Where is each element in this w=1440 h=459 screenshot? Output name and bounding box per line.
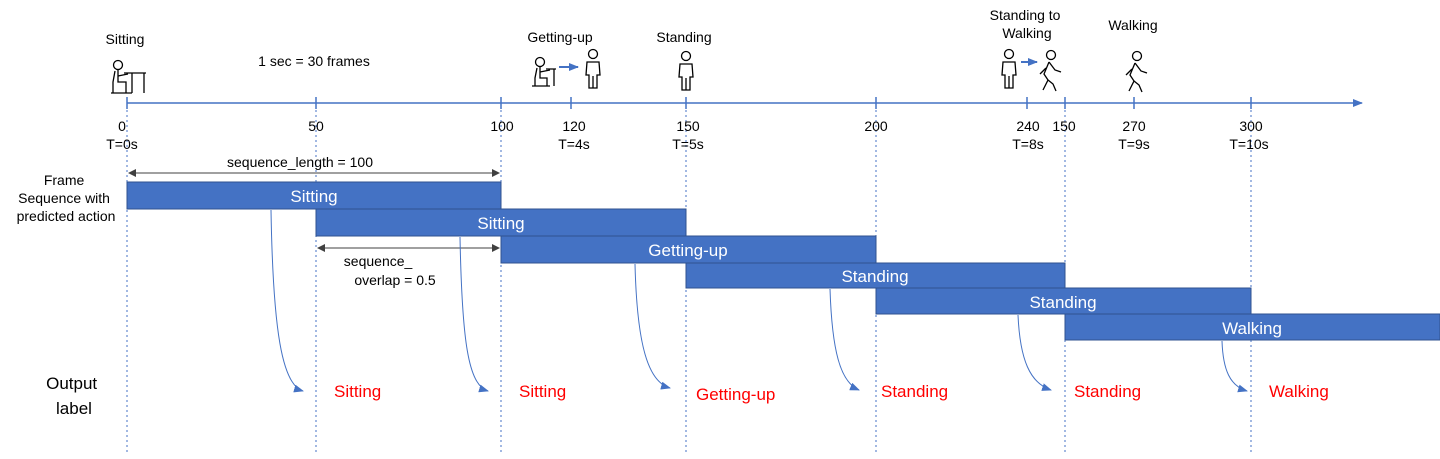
- tick-label-100: 100: [490, 118, 514, 134]
- tick-label-50: 50: [308, 118, 324, 134]
- tick-time-270: T=9s: [1118, 136, 1150, 152]
- axis-tick-marks: [126, 97, 1252, 109]
- action-label-standing-to-line1: Standing to: [990, 7, 1061, 23]
- tick-label-0: 0: [118, 118, 126, 134]
- sequence-bar-5: [875, 287, 1252, 315]
- tick-label-120: 120: [562, 118, 586, 134]
- output-arrows: [270, 209, 1248, 393]
- tick-labels: 0 T=0s 50 100 120 T=4s 150 T=5s 200 240 …: [106, 118, 1268, 152]
- tick-label-200: 200: [864, 118, 888, 134]
- output-value-3: Getting-up: [696, 385, 775, 404]
- frame-label-line3: predicted action: [17, 208, 116, 224]
- sequence-bar-1-label: Sitting: [290, 187, 337, 206]
- tick-label-300: 300: [1239, 118, 1263, 134]
- person-walking-icon: [1125, 50, 1148, 93]
- action-labels: Sitting Getting-up Standing Standing to …: [106, 7, 1158, 47]
- output-arrow-3: [634, 263, 671, 390]
- frame-label-line2: Sequence with: [18, 190, 110, 206]
- output-arrow-6: [1221, 340, 1248, 393]
- sequence-bar-4-label: Standing: [841, 267, 908, 286]
- vertical-guides: [126, 100, 1252, 455]
- sequence-bar-2-label: Sitting: [477, 214, 524, 233]
- frame-sequence-label: Frame Sequence with predicted action: [17, 172, 116, 224]
- person-standing-icon-getting-up: [585, 48, 601, 89]
- tick-time-120: T=4s: [558, 136, 590, 152]
- tick-time-300: T=10s: [1229, 136, 1268, 152]
- output-arrow-4: [829, 288, 860, 391]
- sequence-overlap-line1: sequence_: [344, 253, 413, 269]
- sequence-bar-5-label: Standing: [1029, 293, 1096, 312]
- sitting-to-standing-icon: [532, 56, 556, 87]
- output-values: Sitting Sitting Getting-up Standing Stan…: [334, 382, 1329, 404]
- output-value-1: Sitting: [334, 382, 381, 401]
- sequence-bar-6-label: Walking: [1222, 319, 1282, 338]
- output-label-line2: label: [56, 399, 92, 418]
- tick-label-270: 270: [1122, 118, 1146, 134]
- output-arrow-1: [270, 209, 304, 393]
- sequence-bar-1: [126, 181, 502, 210]
- sequence-length-label: sequence_length = 100: [227, 154, 373, 170]
- action-label-standing-to-walking: Standing to Walking: [990, 7, 1065, 41]
- tick-label-240: 240: [1016, 118, 1040, 134]
- frame-rate-note: 1 sec = 30 frames: [258, 53, 370, 69]
- tick-time-150: T=5s: [672, 136, 704, 152]
- action-label-getting-up: Getting-up: [527, 29, 593, 45]
- output-label-line1: Output: [46, 374, 97, 393]
- action-label-walking: Walking: [1108, 17, 1157, 33]
- output-value-6: Walking: [1269, 382, 1329, 401]
- tick-label-150: 150: [676, 118, 700, 134]
- output-value-4: Standing: [881, 382, 948, 401]
- person-sitting-at-desk-icon: [111, 59, 146, 94]
- action-label-standing: Standing: [656, 29, 711, 45]
- standing-to-walking-icon: [1001, 48, 1062, 92]
- sequence-bar-6: [1064, 313, 1440, 341]
- sequence-overlap-line2: overlap = 0.5: [354, 272, 436, 288]
- sequence-overlap-label: sequence_ overlap = 0.5: [344, 253, 436, 288]
- tick-label-250: 150: [1052, 118, 1076, 134]
- output-label: Output label: [46, 374, 102, 418]
- sequence-bar-3-label: Getting-up: [648, 241, 727, 260]
- output-value-2: Sitting: [519, 382, 566, 401]
- sequence-bars: Sitting Sitting Getting-up Standing Stan…: [126, 181, 1440, 341]
- sequence-bar-3: [500, 235, 877, 264]
- action-label-sitting: Sitting: [106, 31, 145, 47]
- output-arrow-5: [1017, 314, 1052, 391]
- person-standing-icon: [678, 50, 694, 91]
- tick-time-0: T=0s: [106, 136, 138, 152]
- output-value-5: Standing: [1074, 382, 1141, 401]
- frame-label-line1: Frame: [44, 172, 85, 188]
- action-label-walking-line2: Walking: [1002, 25, 1051, 41]
- tick-time-240: T=8s: [1012, 136, 1044, 152]
- output-arrow-2: [459, 236, 489, 393]
